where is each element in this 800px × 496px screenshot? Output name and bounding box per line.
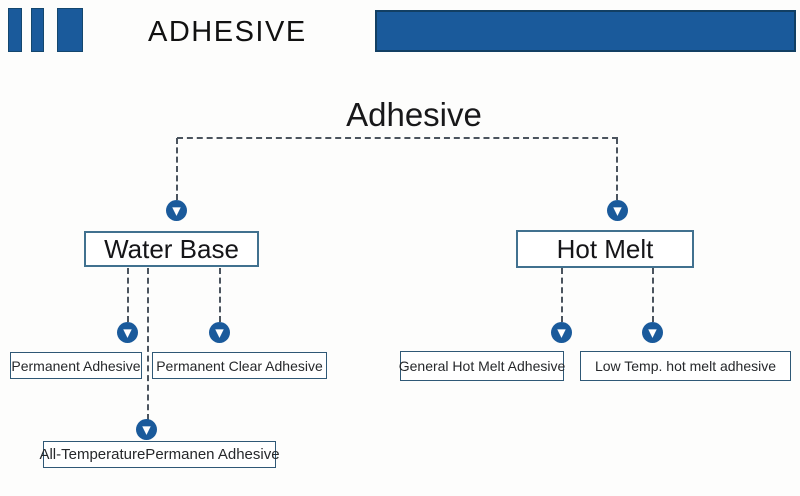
logo-bars-icon <box>8 8 22 52</box>
connector-vertical-line <box>219 268 221 322</box>
down-arrow-glyph: ▼ <box>172 204 181 218</box>
down-arrow-glyph: ▼ <box>215 326 224 340</box>
leaf-permanent-clear-adhesive: Permanent Clear Adhesive <box>152 352 327 379</box>
connector-vertical-line <box>652 268 654 322</box>
diagram-root-title: Adhesive <box>346 96 482 133</box>
down-arrow-glyph: ▼ <box>123 326 132 340</box>
down-arrow-glyph: ▼ <box>613 204 622 218</box>
down-arrow-icon: ▼ <box>642 322 663 343</box>
header-brand-title: ADHESIVE <box>148 16 307 48</box>
connector-left-vertical-line <box>176 138 178 200</box>
down-arrow-glyph: ▼ <box>557 326 566 340</box>
node-water-base: Water Base <box>84 231 259 267</box>
logo-bars-icon <box>57 8 83 52</box>
leaf-all-temperature-permanent-adhesive: All-TemperaturePermanen Adhesive <box>39 441 280 468</box>
connector-vertical-line <box>127 268 129 322</box>
connector-vertical-line <box>561 268 563 322</box>
connector-right-vertical-line <box>616 138 618 200</box>
logo-bars-icon <box>31 8 44 52</box>
down-arrow-icon: ▼ <box>136 419 157 440</box>
leaf-low-temp-hot-melt-adhesive: Low Temp. hot melt adhesive <box>580 351 791 381</box>
node-hot-melt: Hot Melt <box>516 230 694 268</box>
down-arrow-icon: ▼ <box>117 322 138 343</box>
connector-vertical-line <box>147 268 149 420</box>
down-arrow-icon: ▼ <box>551 322 572 343</box>
down-arrow-icon: ▼ <box>166 200 187 221</box>
down-arrow-icon: ▼ <box>209 322 230 343</box>
down-arrow-icon: ▼ <box>607 200 628 221</box>
leaf-permanent-adhesive: Permanent Adhesive <box>10 352 142 379</box>
connector-horizontal-line <box>177 137 618 139</box>
header-accent-band <box>375 10 796 52</box>
down-arrow-glyph: ▼ <box>142 423 151 437</box>
down-arrow-glyph: ▼ <box>648 326 657 340</box>
leaf-general-hot-melt-adhesive: General Hot Melt Adhesive <box>399 351 565 381</box>
